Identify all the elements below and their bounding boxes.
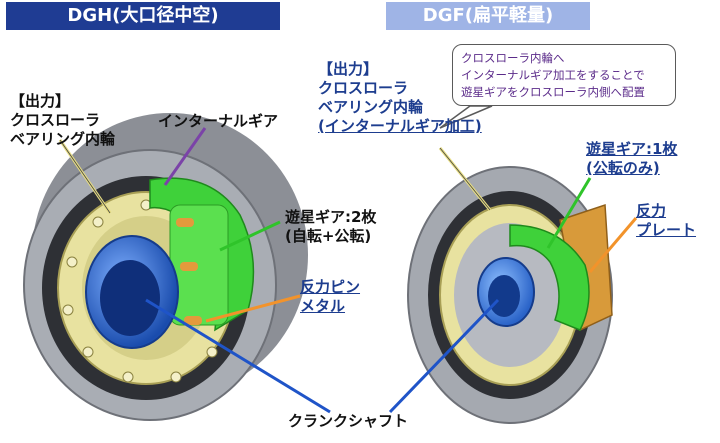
callout-tail [439,105,493,129]
internal-gear-label: インターナルギア [158,112,279,130]
dgf-planet-gear-label: 遊星ギア:1枚 (公転のみ) [586,140,678,177]
dgh-pin [180,262,198,271]
leader-dgh-output-edge [59,139,111,214]
leader-planet-gear-right [546,177,592,249]
callout-line: クロスローラ内輪へ [461,51,565,65]
dgf-header: DGF(扁平軽量) [386,2,590,30]
dgh-bolt-hole [92,216,104,228]
dgh-bolt-hole [206,346,218,358]
reaction-plate-label: 反力 プレート [636,202,697,239]
callout-line: 遊星ギアをクロスローラ内側へ配置 [461,85,645,99]
dgf-unit [407,166,613,424]
leader-crank-left [145,298,331,414]
crank-shaft-label: クランクシャフト [288,412,409,430]
dgh-bolt-hole [122,371,134,383]
reaction-pin-label: 反力ピン メタル [300,278,361,315]
dgh-bolt-hole [82,346,94,358]
design-callout: クロスローラ内輪へ インターナルギア加工をすることで 遊星ギアをクロスローラ内側… [452,44,676,106]
dgh-header: DGH(大口径中空) [6,2,280,30]
dgh-output-label: 【出力】 クロスローラ ベアリング内輪 [10,92,116,148]
dgh-crank-shaft-bore [100,260,160,336]
dgh-pin [176,218,194,227]
dgf-output-label: 【出力】 クロスローラ ベアリング内輪 (インターナルギア加工) [318,60,482,135]
dgh-planet-gear-label: 遊星ギア:2枚 (自転+公転) [285,208,377,245]
leader-crank-right [388,298,500,414]
dgh-bolt-hole [62,304,74,316]
dgh-unit [23,113,308,421]
leader-internal-gear [163,127,207,186]
leader-reaction-plate [588,217,638,273]
dgh-bolt-hole [66,256,78,268]
dgf-crank-shaft-bore [488,275,520,317]
dgh-bolt-hole [170,371,182,383]
callout-line: インターナルギア加工をすることで [461,68,645,82]
dgf-planet-gear [509,224,590,331]
dgh-pin [184,316,202,325]
leader-dgf-output-edge [439,147,491,211]
leader-reaction-pin [205,294,301,323]
leader-planet-gear-left [219,220,281,252]
